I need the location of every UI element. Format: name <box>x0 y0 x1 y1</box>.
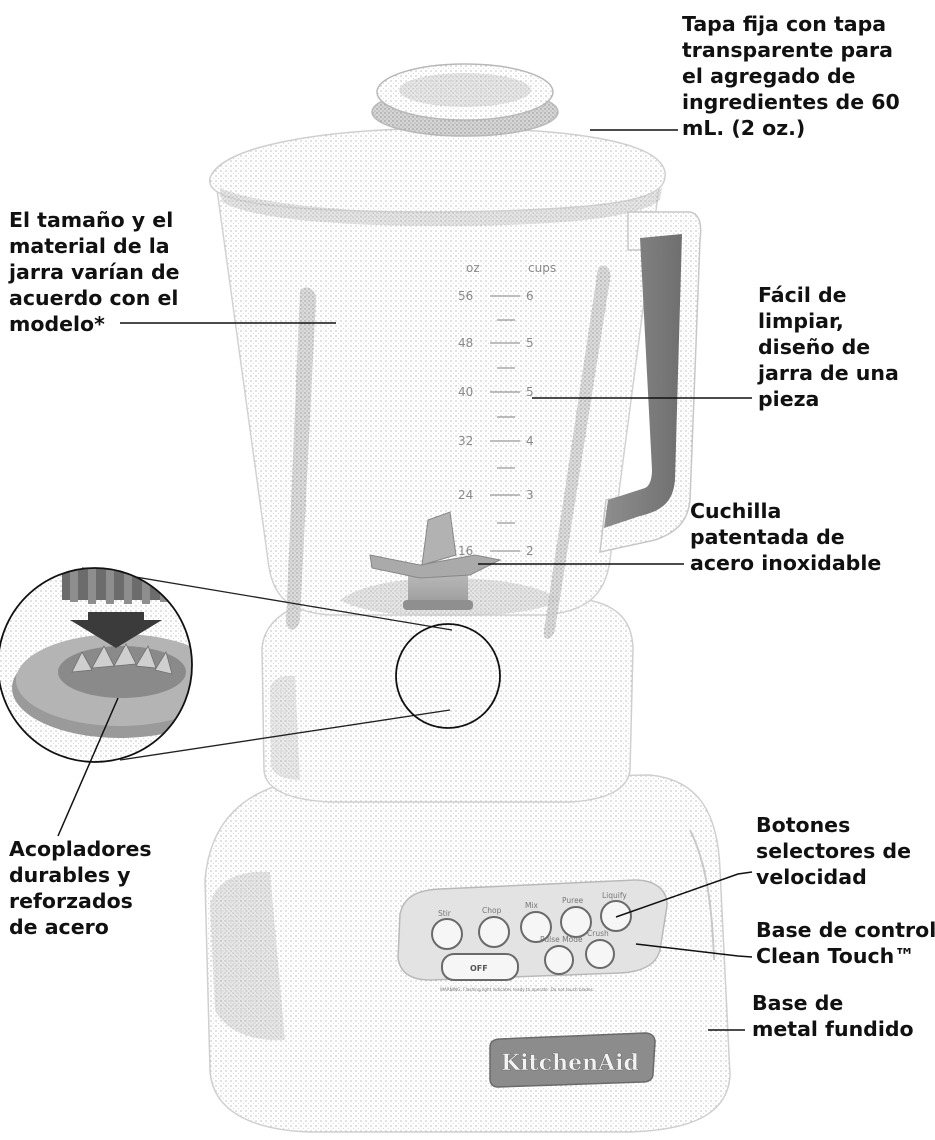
stir-button[interactable] <box>431 918 463 950</box>
cups-mark: 4 <box>526 434 534 448</box>
stir-label: Stir <box>438 909 452 918</box>
oz-mark: 16 <box>458 544 473 558</box>
jar: oz cups 56 48 40 32 24 16 6 5 5 4 3 2 <box>214 149 702 639</box>
chop-button[interactable] <box>478 916 510 948</box>
warning-text: WARNING: Flashing light indicates ready … <box>440 987 594 992</box>
zoom-source-circle <box>395 623 501 729</box>
unit-markings: oz cups 56 48 40 32 24 16 6 5 5 4 3 2 <box>458 261 556 558</box>
liquify-button[interactable] <box>600 900 632 932</box>
brand-plate: KitchenAid <box>489 1032 656 1088</box>
zoom-circle <box>0 567 193 763</box>
cups-mark: 3 <box>526 488 534 502</box>
unit-oz: oz <box>466 261 480 275</box>
oz-mark: 56 <box>458 289 473 303</box>
cups-mark: 2 <box>526 544 534 558</box>
speed-leader <box>615 871 753 918</box>
control-panel: Stir Chop Mix Puree Liquify Pulse Mode C… <box>397 879 668 992</box>
lid-callout: Tapa fija con tapa transparente para el … <box>682 12 900 140</box>
blade-assembly <box>369 511 502 610</box>
metal-base-callout: Base de metal fundido <box>752 991 914 1041</box>
off-label: OFF <box>470 964 488 973</box>
lid <box>209 63 666 226</box>
puree-button[interactable] <box>560 906 592 938</box>
measure-lines <box>490 295 520 552</box>
puree-label: Puree <box>562 896 584 905</box>
control-leader <box>635 943 753 958</box>
cups-mark: 5 <box>526 336 534 350</box>
oz-mark: 32 <box>458 434 473 448</box>
speed-buttons-callout: Botones selectores de velocidad <box>756 813 912 889</box>
zoom-callout <box>0 567 501 763</box>
crush-label: Crush <box>587 929 609 938</box>
cups-mark: 5 <box>526 385 534 399</box>
jar-collar <box>261 597 634 803</box>
jar-size-callout: El tamaño y el material de la jarra varí… <box>9 208 180 336</box>
control-base-callout: Base de control Clean Touch™ <box>756 918 935 968</box>
blade-callout: Cuchilla patentada de acero inoxidable <box>690 499 882 575</box>
unit-cups: cups <box>528 261 556 275</box>
oz-mark: 48 <box>458 336 473 350</box>
speed-buttons <box>431 900 632 981</box>
easy-clean-callout: Fácil de limpiar, diseño de jarra de una… <box>758 283 899 411</box>
chop-label: Chop <box>482 906 502 915</box>
brand-logo: KitchenAid <box>501 1050 639 1076</box>
mix-button[interactable] <box>520 911 552 943</box>
oz-mark: 24 <box>458 488 473 502</box>
leader-lines <box>57 129 753 1031</box>
crush-button[interactable] <box>585 939 615 969</box>
off-button[interactable] <box>441 953 519 981</box>
couplers-leader <box>57 697 119 837</box>
pulse-label: Pulse Mode <box>540 935 583 944</box>
liquify-label: Liquify <box>602 891 627 900</box>
oz-mark: 40 <box>458 385 473 399</box>
couplers-callout: Acopladores durables y reforzados de ace… <box>9 837 152 939</box>
pulse-button[interactable] <box>544 945 574 975</box>
cups-mark: 6 <box>526 289 534 303</box>
mix-label: Mix <box>525 901 539 910</box>
